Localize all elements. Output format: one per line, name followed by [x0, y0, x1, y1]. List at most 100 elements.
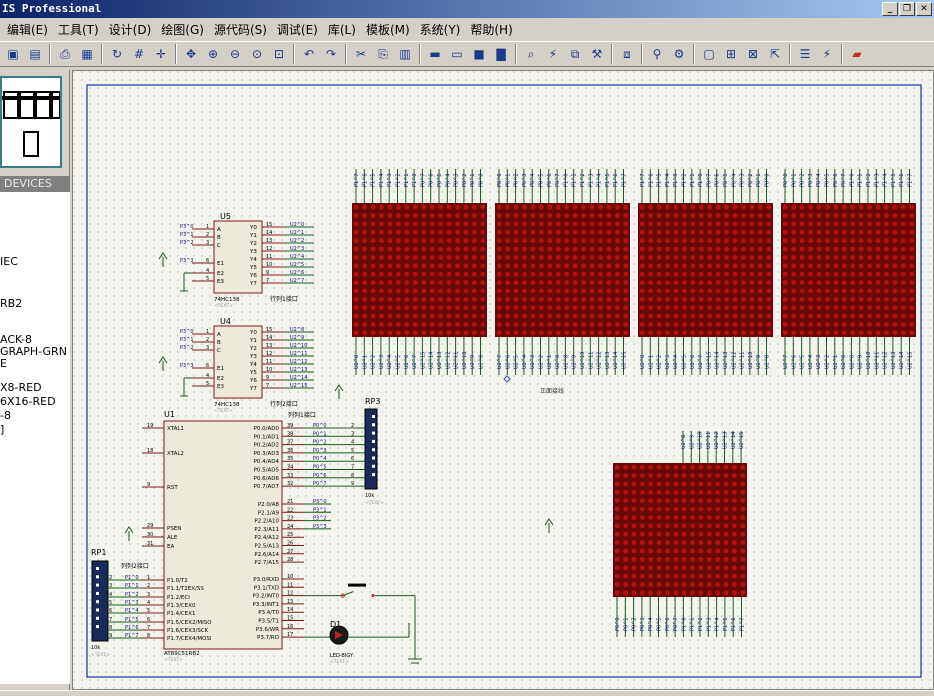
led-dot	[850, 229, 856, 235]
print-icon[interactable]: ⎙	[60, 46, 70, 61]
undo-icon[interactable]: ↶	[303, 47, 315, 61]
electrical-check-icon[interactable]: ⚡	[822, 47, 832, 61]
print-area-icon[interactable]: ▦	[81, 47, 93, 61]
led-dot	[732, 590, 737, 596]
zoom-all-icon[interactable]: ⊙	[251, 47, 263, 61]
led-dot	[412, 221, 418, 227]
zoom-area-icon[interactable]: ⊡	[273, 47, 285, 61]
wire-autorouter-icon[interactable]: ⧈	[623, 46, 631, 61]
add-sheet-icon[interactable]: ⊞	[725, 47, 737, 61]
make-device-icon[interactable]: ⚡	[548, 47, 558, 61]
matrix-top-net-label: P0^3	[740, 173, 746, 187]
led-dot	[614, 565, 620, 571]
remove-sheet-icon[interactable]: ⊠	[747, 47, 759, 61]
menu-item[interactable]: 调试(E)	[276, 22, 318, 37]
device-list-item[interactable]: RB2	[0, 297, 23, 310]
menu-item[interactable]: 编辑(E)	[7, 22, 48, 37]
block-move-icon[interactable]: ▭	[451, 47, 463, 61]
pan-icon[interactable]: ✥	[185, 47, 197, 61]
save-all-icon[interactable]: ▤	[29, 47, 41, 61]
led-dot	[799, 305, 805, 311]
matrix-bottom-net-label: U2^5	[800, 355, 806, 369]
grid-icon[interactable]: #	[133, 47, 145, 61]
paste-icon[interactable]: ▥	[399, 47, 411, 61]
pin-number: 12	[287, 591, 293, 597]
refresh-icon[interactable]: ↻	[111, 47, 123, 61]
led-dot	[673, 263, 679, 269]
led-dot	[463, 280, 469, 285]
led-dot	[833, 330, 839, 336]
device-list-item[interactable]: 6X16-RED	[0, 395, 56, 408]
led-dot	[572, 288, 578, 294]
led-dot	[623, 246, 629, 252]
led-dot	[513, 271, 519, 277]
overview-preview[interactable]	[0, 76, 62, 168]
device-list-item[interactable]: -8	[0, 409, 11, 422]
decoder-u4	[213, 325, 263, 399]
led-dot	[639, 280, 645, 285]
menu-item[interactable]: 系统(Y)	[419, 22, 461, 37]
led-dot	[682, 246, 687, 252]
led-dot	[665, 582, 670, 587]
save-icon[interactable]: ▣	[7, 47, 19, 61]
device-list-item[interactable]: GRAPH-GRN	[0, 345, 67, 358]
redo-icon[interactable]: ↷	[325, 47, 337, 61]
device-list-item[interactable]: IEC	[0, 255, 18, 268]
zoom-out-icon[interactable]: ⊖	[229, 47, 241, 61]
pin-name: P1.6/CEX3/SCK	[167, 628, 209, 634]
search-icon[interactable]: ⚲	[652, 47, 662, 61]
led-dot	[740, 481, 746, 487]
menu-item[interactable]: 模板(M)	[365, 22, 410, 37]
bill-of-materials-icon[interactable]: ☰	[799, 47, 811, 61]
new-sheet-icon[interactable]: ▢	[703, 47, 715, 61]
device-list-item[interactable]: ]	[0, 423, 5, 436]
device-list-item[interactable]: ACK-8	[0, 333, 33, 346]
matrix-top-net-label: P0^1	[756, 173, 762, 187]
led-dot	[353, 280, 359, 285]
led-dot	[698, 271, 704, 277]
packaging-icon[interactable]: ⧉	[570, 46, 580, 61]
led-dot	[841, 313, 847, 319]
zoom-in-icon[interactable]: ⊕	[207, 47, 219, 61]
led-dot	[438, 280, 443, 285]
origin-icon[interactable]: ✛	[155, 47, 167, 61]
led-dot	[816, 296, 822, 302]
led-dot	[353, 313, 359, 319]
block-delete-icon[interactable]: ▇	[496, 47, 506, 61]
device-list-item[interactable]: E	[0, 357, 7, 370]
pin-name: XTAL2	[167, 451, 184, 457]
cut-icon[interactable]: ✂	[355, 47, 367, 61]
led-dot	[740, 590, 746, 596]
schematic-canvas[interactable]: P1^7U2^0P1^6U2^1P1^5U2^2P1^4U2^3P1^3U2^4…	[73, 71, 934, 691]
minimize-button[interactable]: _	[882, 2, 898, 16]
led-dot	[757, 322, 763, 327]
led-dot	[782, 255, 788, 260]
led-dot	[698, 548, 704, 554]
close-button[interactable]: ✕	[916, 2, 932, 16]
menu-item[interactable]: 帮助(H)	[470, 22, 513, 37]
led-dot	[707, 313, 713, 319]
ares-icon[interactable]: ▰	[852, 47, 862, 61]
led-dot	[446, 238, 452, 244]
restore-button[interactable]: ❐	[899, 2, 915, 16]
device-list-item[interactable]: X8-RED	[0, 381, 42, 394]
window-controls: _ ❐ ✕	[882, 0, 932, 16]
led-dot	[867, 330, 872, 336]
led-dot	[698, 255, 704, 260]
block-copy-icon[interactable]: ▬	[429, 47, 441, 61]
menu-item[interactable]: 库(L)	[327, 22, 356, 37]
copy-icon[interactable]: ⎘	[378, 46, 388, 61]
menu-item[interactable]: 设计(D)	[108, 22, 152, 37]
matrix-top-net-label: P0^6	[429, 173, 435, 187]
menu-item[interactable]: 源代码(S)	[213, 22, 267, 37]
decompose-icon[interactable]: ⚒	[591, 47, 603, 61]
property-tool-icon[interactable]: ⚙	[673, 47, 685, 61]
pick-device-icon[interactable]: ⌕	[527, 46, 535, 61]
menu-item[interactable]: 工具(T)	[57, 22, 99, 37]
block-rotate-icon[interactable]: ■	[473, 47, 485, 61]
led-dot	[766, 280, 772, 285]
menu-item[interactable]: 绘图(G)	[161, 22, 204, 37]
exit-parent-icon[interactable]: ⇱	[769, 47, 781, 61]
